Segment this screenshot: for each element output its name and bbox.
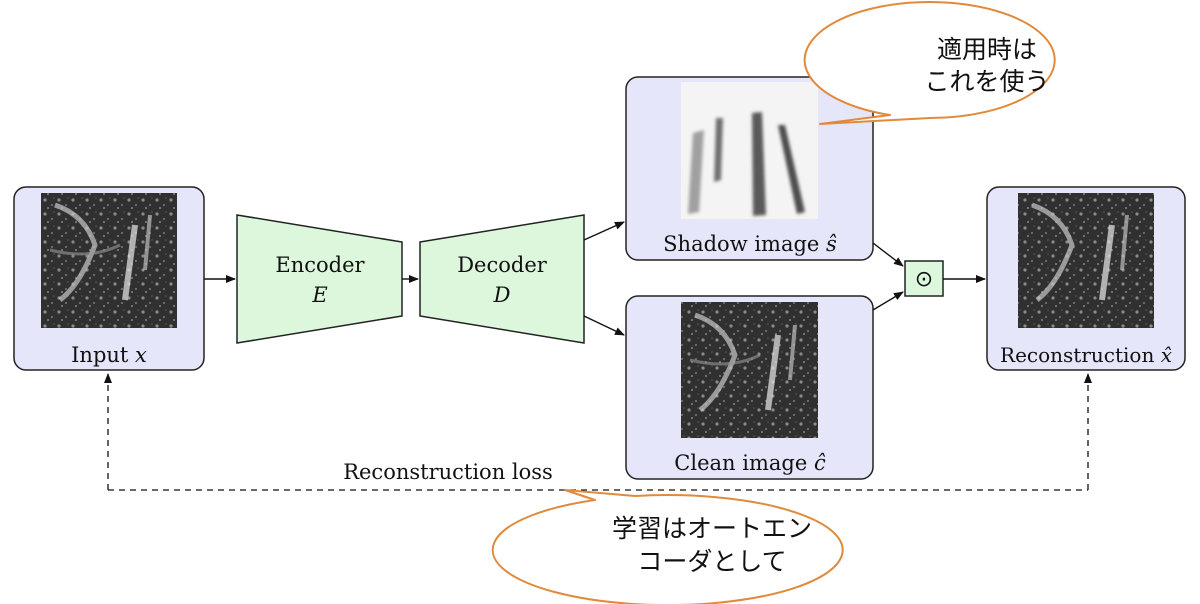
clean-ultrasound-image — [681, 302, 818, 438]
reconstruction-panel: Reconstruction x̂ — [986, 186, 1186, 371]
decoder-var: D — [493, 283, 511, 307]
callout-top: 適用時は これを使う — [803, 1, 1056, 125]
clean-label: Clean image ĉ — [674, 451, 826, 475]
callout-bottom-line2: コーダとして — [637, 547, 786, 576]
callout-top-line2: これを使う — [924, 67, 1049, 96]
encoder-block: Encoder E — [236, 214, 403, 344]
callout-bottom-line1: 学習はオートエン — [612, 514, 812, 543]
encoder-var: E — [311, 283, 327, 307]
arrow-decoder-to-shadow — [583, 221, 625, 241]
callout-bottom: 学習はオートエン コーダとして — [491, 489, 844, 604]
shadow-map-image — [681, 82, 818, 219]
hadamard-symbol: ⊙ — [915, 267, 933, 292]
arrow-shadow-to-node — [872, 242, 904, 267]
shadow-panel: Shadow image ŝ — [625, 76, 874, 261]
hadamard-node: ⊙ — [904, 260, 944, 297]
reconstruction-loss-label: Reconstruction loss — [343, 460, 553, 484]
input-label: Input x — [71, 343, 147, 367]
shadow-label: Shadow image ŝ — [663, 232, 837, 256]
arrow-decoder-to-clean — [583, 315, 625, 336]
encoder-label: Encoder — [275, 253, 365, 277]
input-panel: Input x — [13, 186, 205, 371]
flow-arrows — [204, 221, 986, 336]
input-ultrasound-image — [41, 193, 177, 328]
callout-top-line1: 適用時は — [937, 35, 1037, 64]
decoder-block: Decoder D — [419, 214, 585, 344]
reconstruction-ultrasound-image — [1018, 193, 1154, 328]
clean-panel: Clean image ĉ — [625, 295, 874, 480]
arrow-clean-to-node — [872, 291, 904, 311]
decoder-label: Decoder — [457, 253, 548, 277]
reconstruction-loss-path — [104, 373, 1092, 491]
reconstruction-label: Reconstruction x̂ — [1000, 343, 1172, 367]
